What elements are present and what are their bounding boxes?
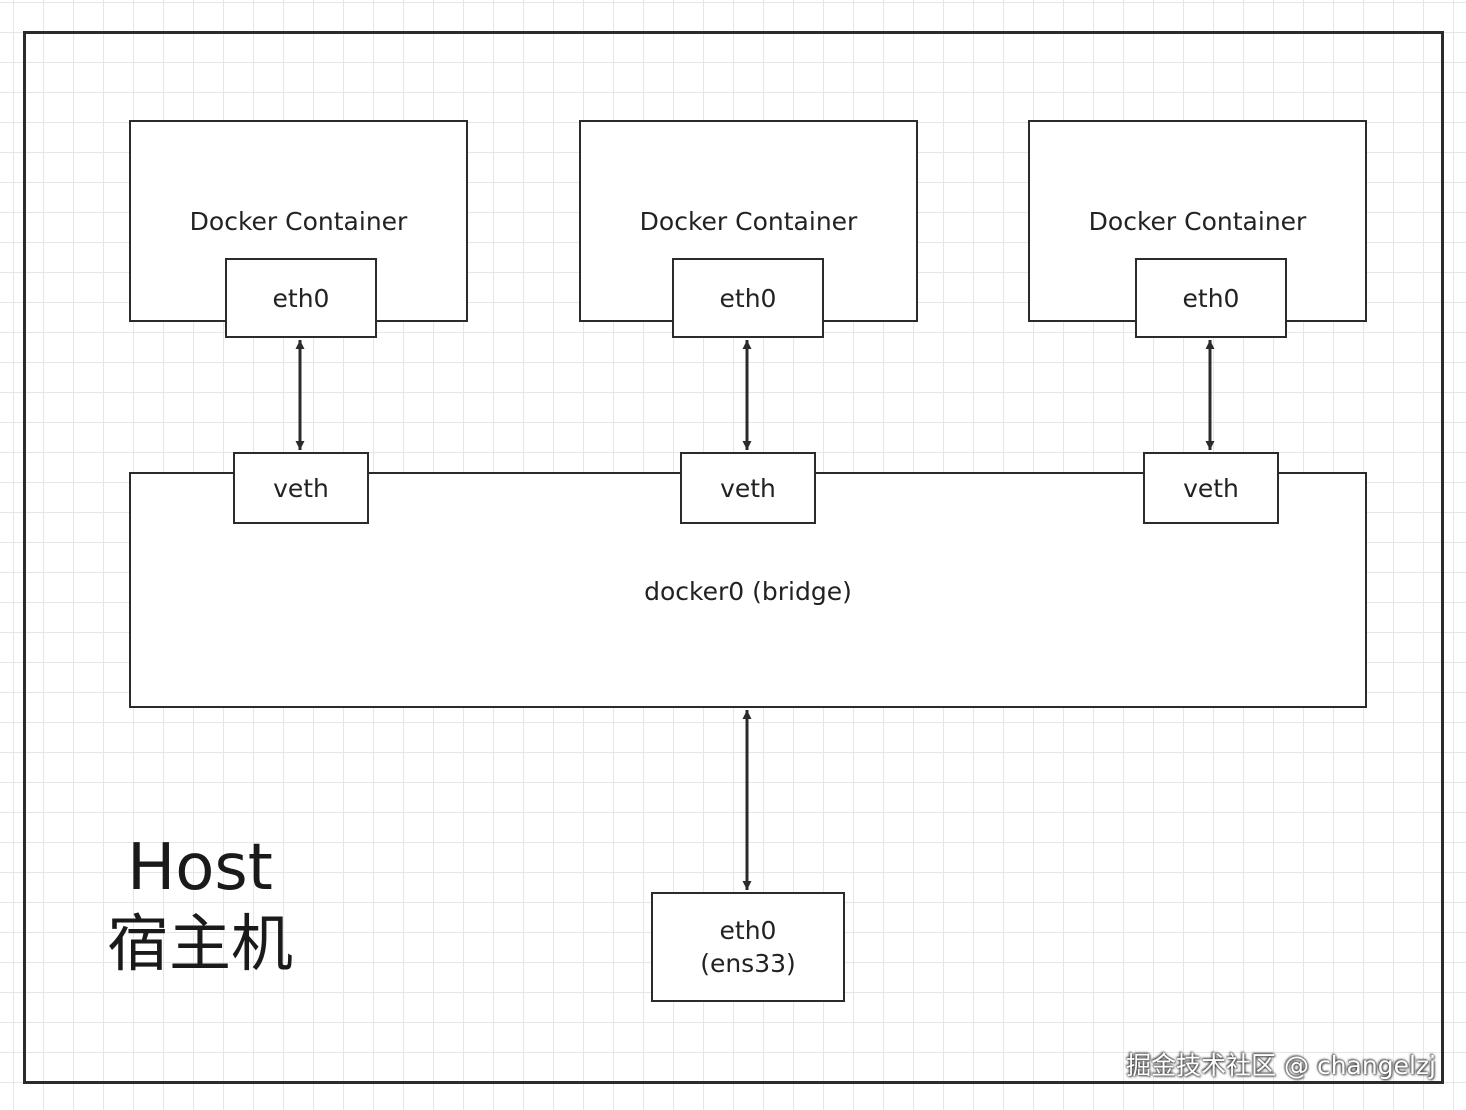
host-frame bbox=[23, 31, 1444, 1084]
veth-1: veth bbox=[233, 452, 369, 524]
veth-label: veth bbox=[1183, 473, 1239, 503]
host-title-zh: 宿主机 bbox=[106, 907, 293, 980]
interface-label: eth0 bbox=[1182, 283, 1240, 313]
container-eth0-3: eth0 bbox=[1135, 258, 1287, 338]
host-eth0-ens33: eth0 (ens33) bbox=[651, 892, 845, 1002]
host-nic-name: eth0 bbox=[719, 916, 777, 945]
interface-label: eth0 bbox=[719, 283, 777, 313]
interface-label: eth0 bbox=[272, 283, 330, 313]
watermark: 掘金技术社区 @ changelzj bbox=[1126, 1051, 1436, 1080]
container-eth0-1: eth0 bbox=[225, 258, 377, 338]
container-eth0-2: eth0 bbox=[672, 258, 824, 338]
veth-label: veth bbox=[720, 473, 776, 503]
veth-2: veth bbox=[680, 452, 816, 524]
host-nic-alias: (ens33) bbox=[700, 949, 796, 978]
host-title-en: Host bbox=[127, 831, 273, 905]
host-title: Host 宿主机 bbox=[100, 830, 300, 982]
container-label: Docker Container bbox=[1088, 207, 1307, 236]
container-label: Docker Container bbox=[639, 207, 858, 236]
container-label: Docker Container bbox=[189, 207, 408, 236]
veth-3: veth bbox=[1143, 452, 1279, 524]
veth-label: veth bbox=[273, 473, 329, 503]
bridge-label: docker0 (bridge) bbox=[644, 577, 852, 606]
